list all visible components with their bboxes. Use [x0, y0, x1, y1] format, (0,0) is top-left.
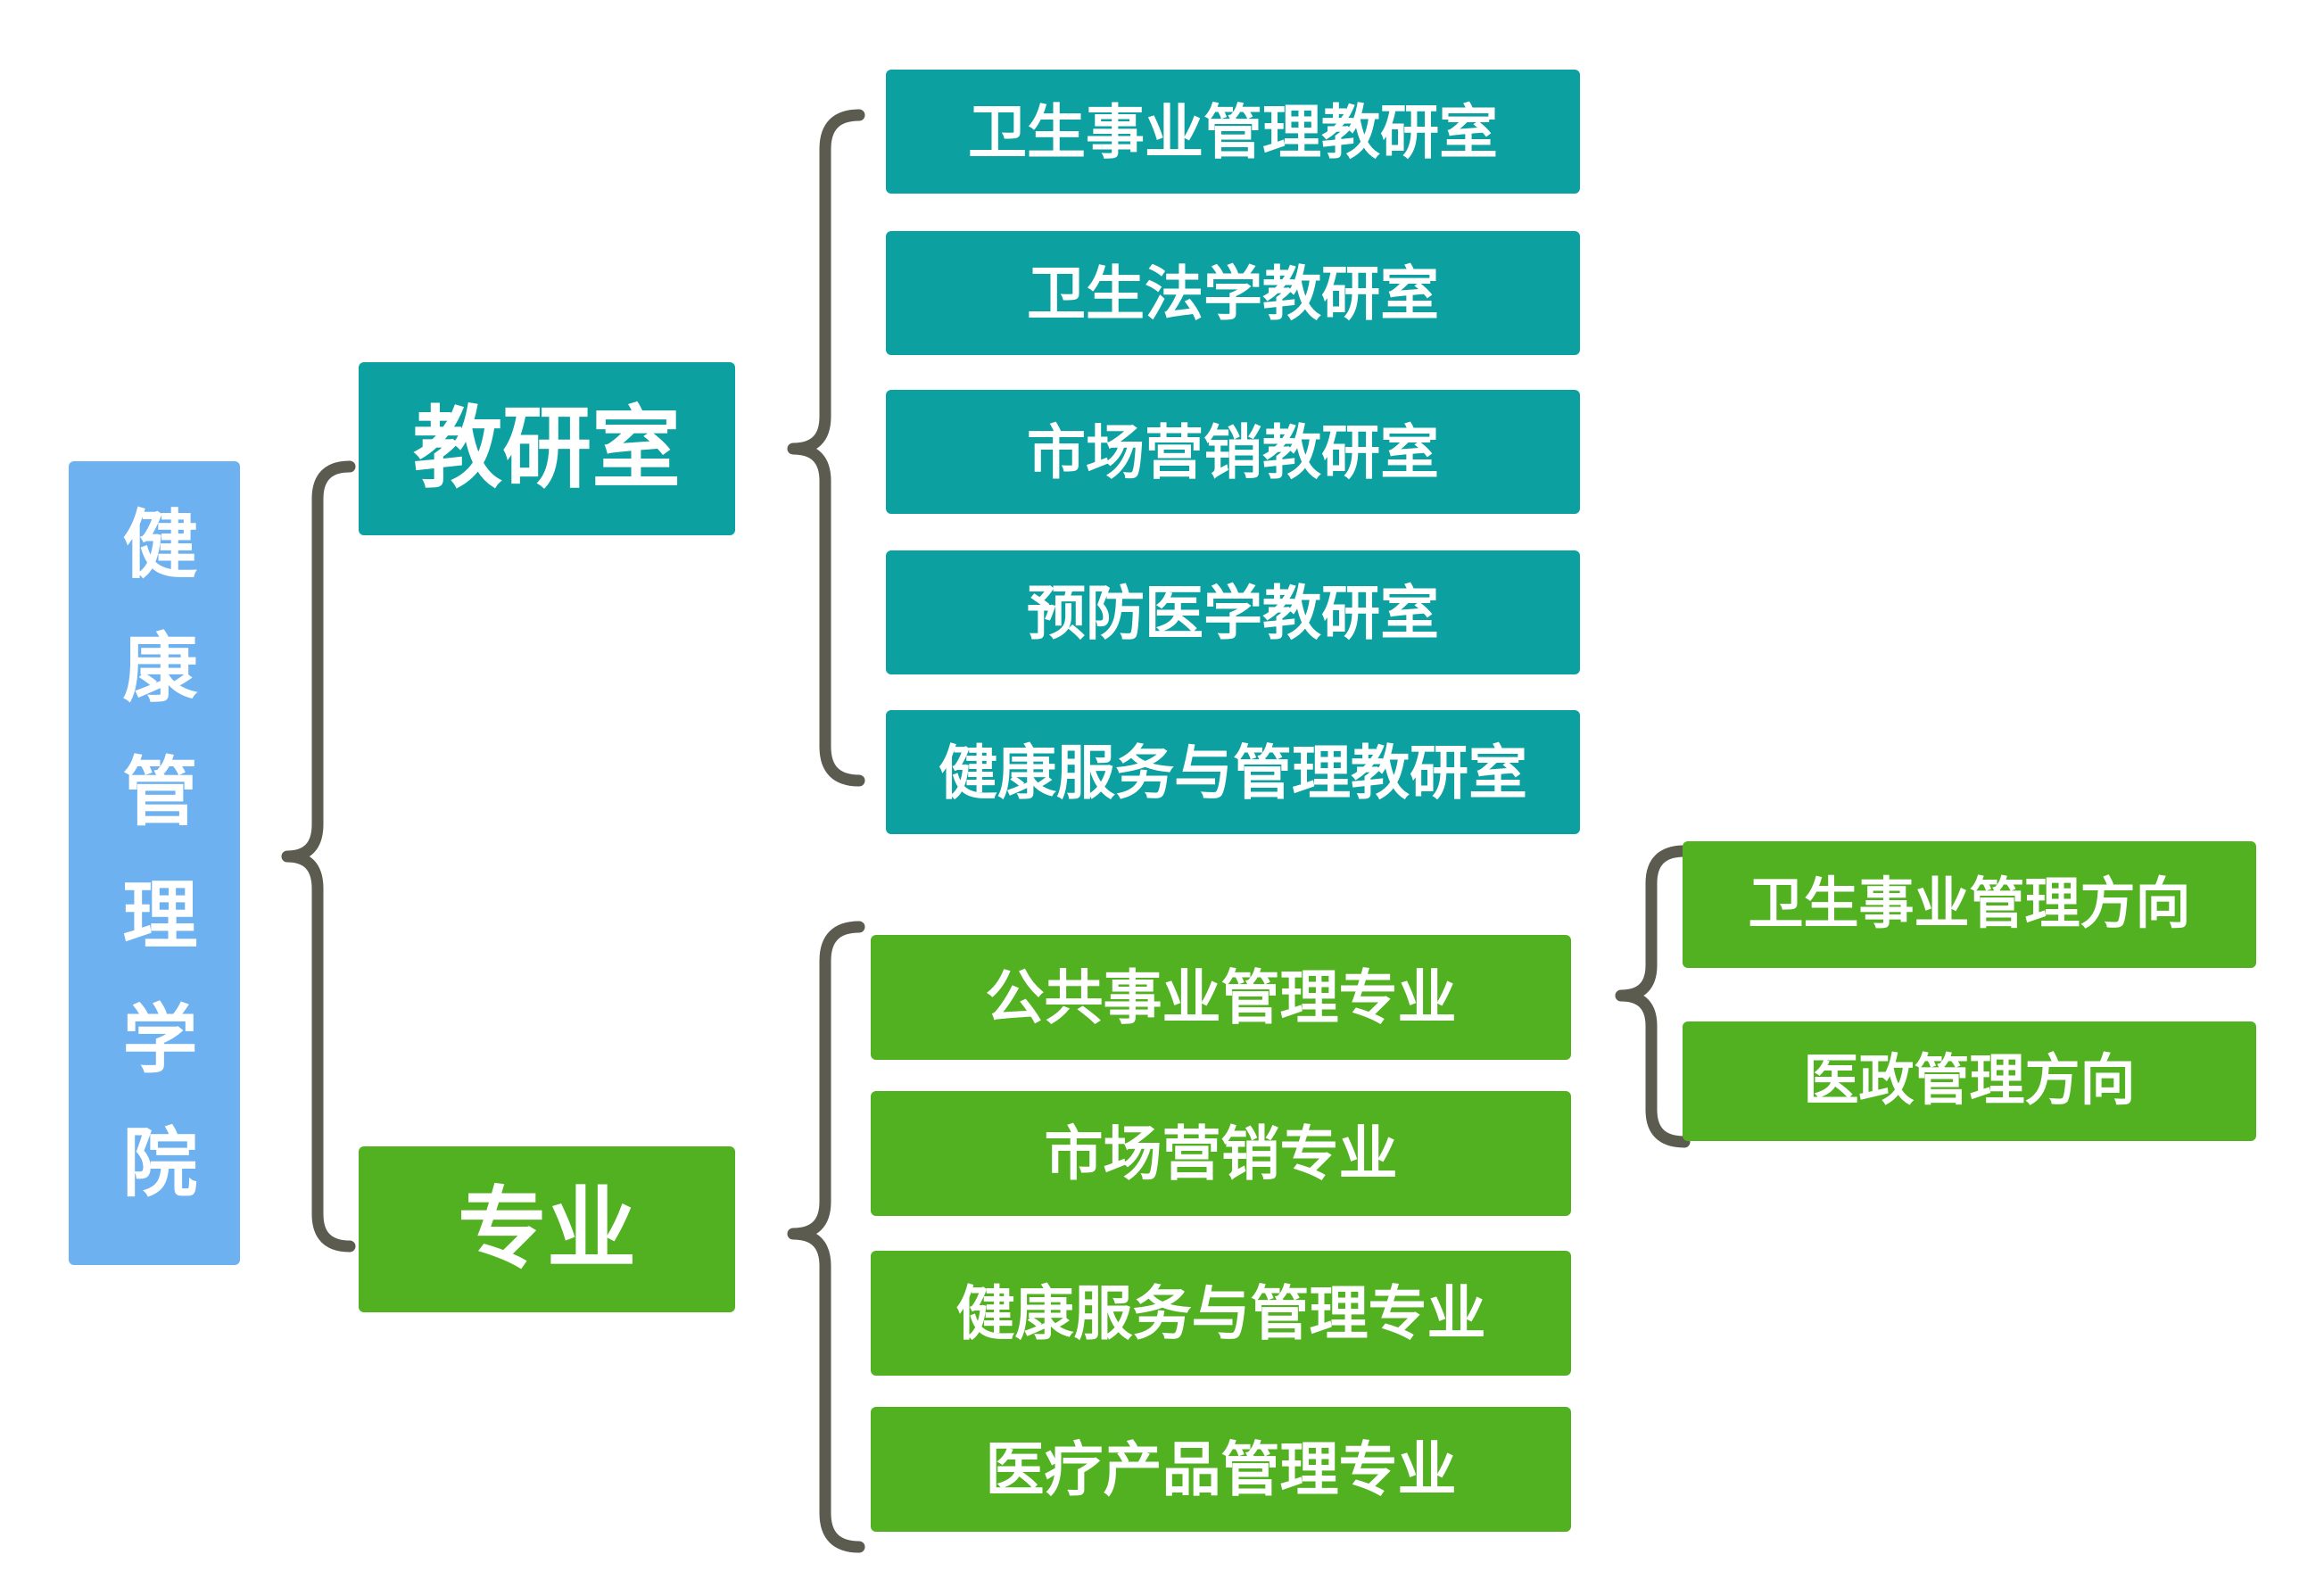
office-box-marketing: 市场营销教研室 [886, 390, 1580, 514]
brace-teaching-offices [787, 109, 865, 787]
brace-root [281, 460, 356, 1253]
major-box-health-services-and-management: 健康服务与管理专业 [871, 1251, 1571, 1376]
major-box-medical-products-management: 医疗产品管理专业 [871, 1407, 1571, 1532]
branch-box-majors: 专业 [359, 1146, 735, 1312]
direction-box-medical-administration: 医政管理方向 [1683, 1021, 2256, 1141]
office-box-preventive-medicine: 预防医学教研室 [886, 550, 1580, 674]
brace-directions [1615, 845, 1691, 1148]
direction-box-health-service-management: 卫生事业管理方向 [1683, 841, 2256, 968]
office-box-health-service-management: 卫生事业管理教研室 [886, 70, 1580, 194]
branch-box-teaching-offices: 教研室 [359, 362, 735, 535]
office-box-health-services-and-management: 健康服务与管理教研室 [886, 710, 1580, 834]
major-box-public-administration: 公共事业管理专业 [871, 935, 1571, 1060]
major-box-marketing: 市场营销专业 [871, 1091, 1571, 1216]
office-box-health-law: 卫生法学教研室 [886, 231, 1580, 355]
brace-majors [787, 921, 865, 1553]
root-box-college: 健康管理学院 [69, 461, 240, 1265]
